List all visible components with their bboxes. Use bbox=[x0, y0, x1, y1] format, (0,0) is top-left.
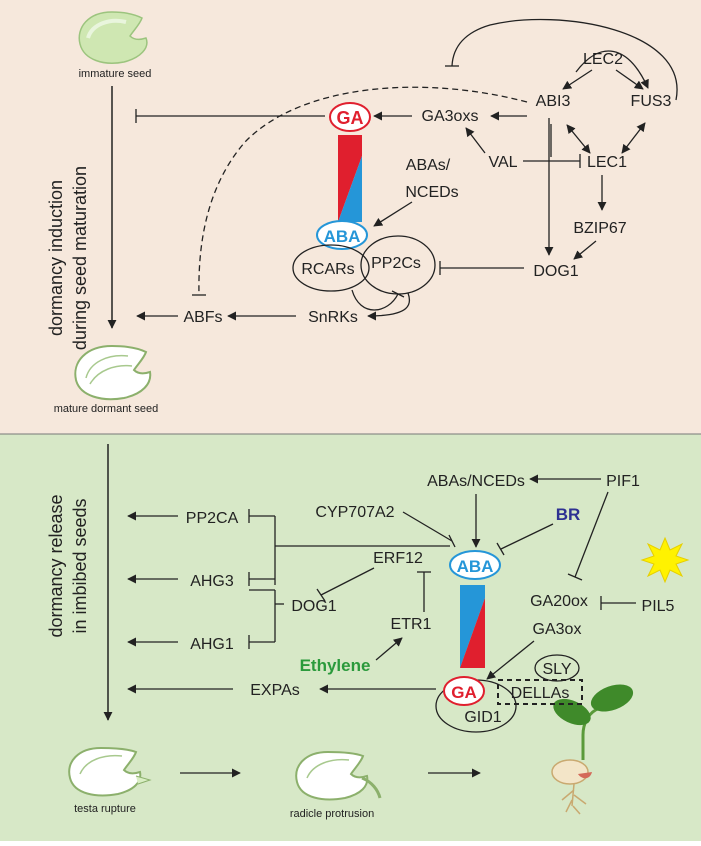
mature-dormant-seed-label: mature dormant seed bbox=[54, 403, 159, 415]
ga-aba-balance-bottom-blue bbox=[460, 585, 485, 668]
aba-bottom-label: ABA bbox=[457, 557, 494, 576]
lec1-label: LEC1 bbox=[587, 154, 627, 171]
abas-nceds-bottom-label: ABAs/NCEDs bbox=[427, 473, 525, 490]
testa-rupture-label: testa rupture bbox=[74, 803, 136, 815]
ga3ox-label: GA3ox bbox=[533, 621, 582, 638]
dellas-label: DELLAs bbox=[511, 685, 570, 702]
val-label: VAL bbox=[488, 154, 517, 171]
ahg3-label: AHG3 bbox=[190, 573, 234, 590]
rcars-ellipse bbox=[292, 244, 370, 292]
aba-top-ellipse bbox=[316, 220, 368, 250]
bottom-side-label-line1: dormancy release bbox=[46, 494, 66, 637]
top-side-label-line2: during seed maturation bbox=[70, 166, 90, 350]
br-label: BR bbox=[556, 505, 581, 524]
ga-aba-balance-top-blue bbox=[338, 156, 362, 222]
mature-dormant-seed-icon bbox=[74, 344, 152, 401]
fus3-label: FUS3 bbox=[631, 93, 672, 110]
erf12-label: ERF12 bbox=[373, 550, 423, 567]
ga-top-ellipse bbox=[329, 102, 371, 132]
expas-label: EXPAs bbox=[250, 682, 300, 699]
radicle-protrusion-label: radicle protrusion bbox=[290, 808, 374, 820]
ga-aba-balance-bottom-red bbox=[460, 598, 485, 668]
immature-seed-label: immature seed bbox=[79, 68, 152, 80]
snrks-label: SnRKs bbox=[308, 309, 358, 326]
ga-aba-balance-top-red bbox=[338, 135, 362, 222]
dog1-bottom-label: DOG1 bbox=[291, 598, 336, 615]
ethylene-label: Ethylene bbox=[300, 656, 371, 675]
aba-top-label: ABA bbox=[324, 227, 361, 246]
abfs-label: ABFs bbox=[183, 309, 222, 326]
immature-seed-icon bbox=[78, 11, 148, 64]
abi3-label: ABI3 bbox=[536, 93, 571, 110]
radicle-protrusion-seed-icon bbox=[295, 750, 382, 801]
top-side-label-line1: dormancy induction bbox=[46, 180, 66, 336]
lec2-label: LEC2 bbox=[583, 51, 623, 68]
gid1-label: GID1 bbox=[464, 709, 501, 726]
etr1-label: ETR1 bbox=[391, 616, 432, 633]
ahg1-label: AHG1 bbox=[190, 636, 234, 653]
dog1-top-label: DOG1 bbox=[533, 263, 578, 280]
ga20ox-label: GA20ox bbox=[530, 593, 588, 610]
cyp707a2-label: CYP707A2 bbox=[315, 504, 394, 521]
pp2ca-label: PP2CA bbox=[186, 510, 239, 527]
ga-bottom-label: GA bbox=[451, 683, 477, 702]
bottom-side-label-line2: in imbibed seeds bbox=[70, 498, 90, 633]
rcars-label: RCARs bbox=[301, 261, 354, 278]
seedling-icon bbox=[551, 684, 634, 815]
sly-label: SLY bbox=[542, 661, 571, 678]
sun-icon bbox=[640, 536, 690, 584]
ga-top-label: GA bbox=[337, 108, 364, 128]
pil5-label: PIL5 bbox=[642, 598, 675, 615]
abas-nceds-top-line2: NCEDs bbox=[405, 184, 458, 201]
testa-rupture-seed-icon bbox=[68, 746, 152, 797]
abas-nceds-top-line1: ABAs/ bbox=[406, 157, 451, 174]
pp2cs-label: PP2Cs bbox=[371, 255, 421, 272]
pif1-label: PIF1 bbox=[606, 473, 640, 490]
ga-bottom-ellipse bbox=[443, 676, 485, 706]
ga3oxs-label: GA3oxs bbox=[422, 108, 479, 125]
bzip67-label: BZIP67 bbox=[573, 220, 626, 237]
aba-bottom-ellipse bbox=[449, 550, 501, 580]
